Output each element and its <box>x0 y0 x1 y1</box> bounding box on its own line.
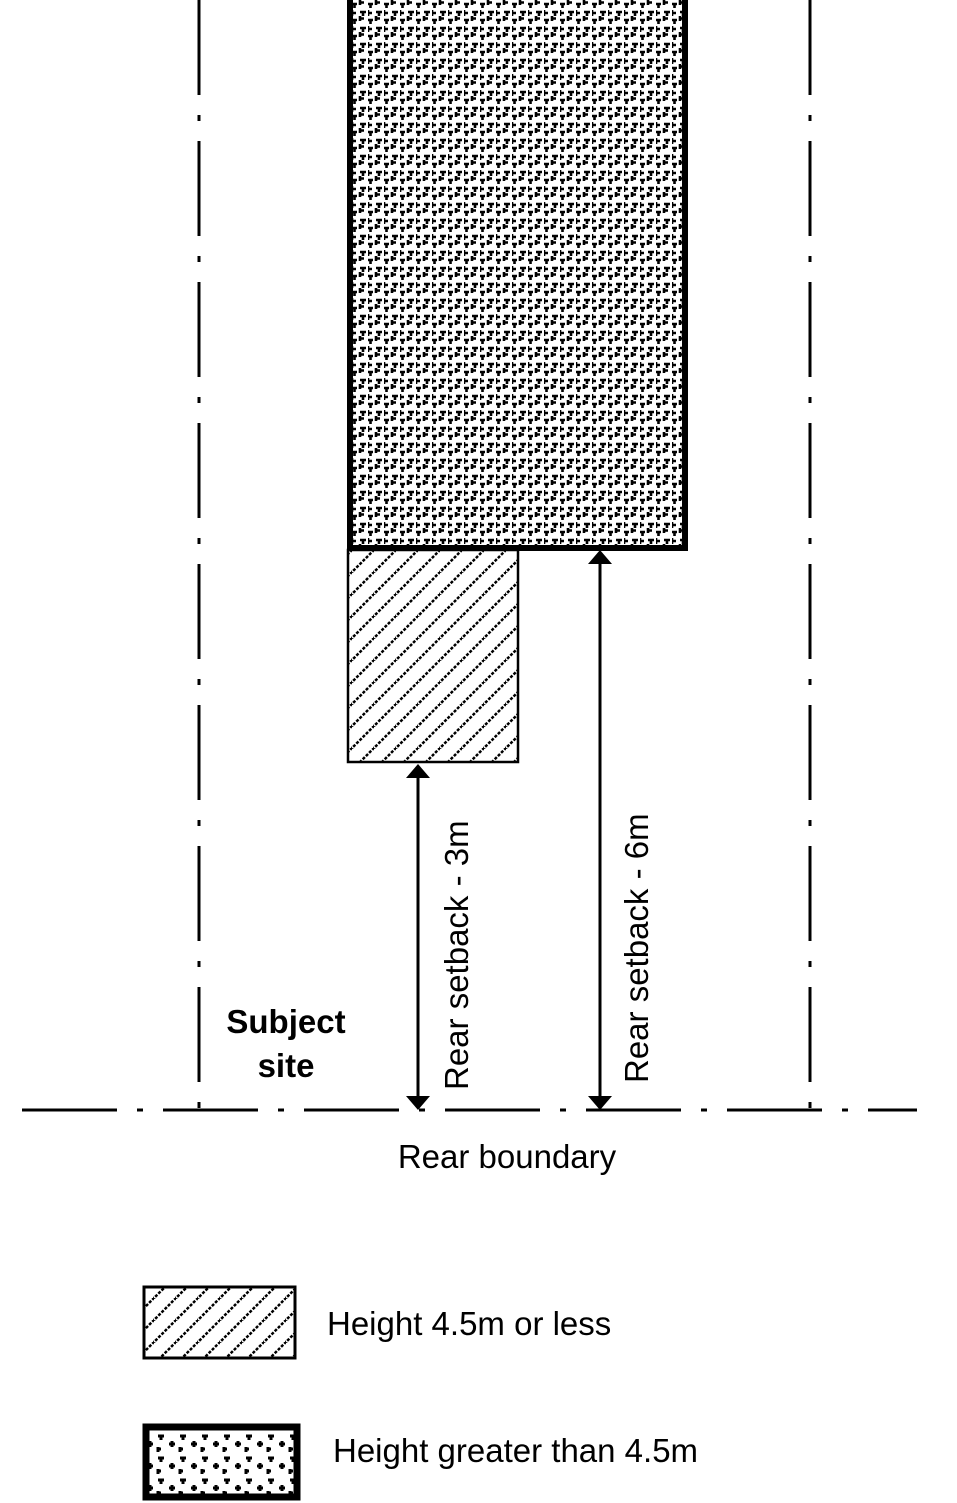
building-under-4-5m <box>346 548 520 764</box>
setback-3m-label: Rear setback - 3m <box>438 820 475 1090</box>
legend-label-high: Height greater than 4.5m <box>333 1432 698 1469</box>
building-over-4-5m <box>347 0 688 551</box>
legend-swatch-high <box>142 1423 301 1501</box>
setback-6m-label: Rear setback - 6m <box>618 813 655 1083</box>
legend: Height 4.5m or less Height greater than … <box>142 1285 698 1501</box>
legend-swatch-low <box>142 1285 297 1360</box>
rear-boundary-label: Rear boundary <box>398 1138 617 1175</box>
subject-site-label: Subject <box>226 1003 345 1040</box>
setback-3m-arrow <box>406 764 430 1110</box>
setback-6m-arrow <box>588 550 612 1110</box>
legend-label-low: Height 4.5m or less <box>327 1305 611 1342</box>
subject-site-label-2: site <box>258 1047 315 1084</box>
